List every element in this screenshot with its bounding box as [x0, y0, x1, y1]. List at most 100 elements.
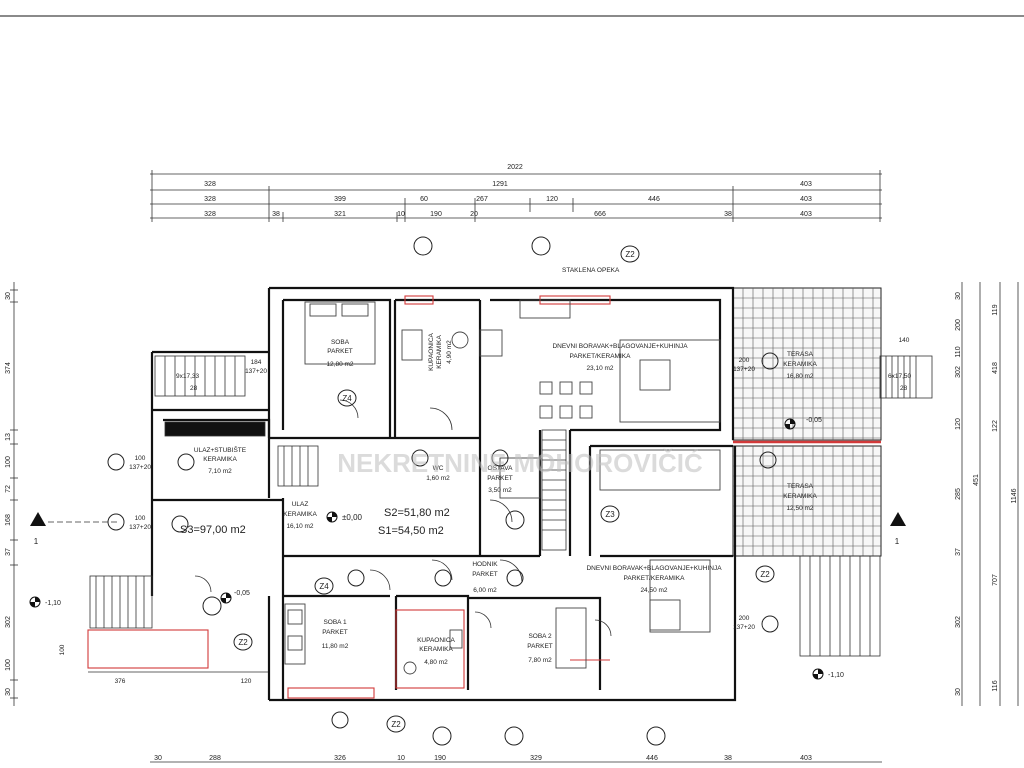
- zone-z2-top: Z2: [625, 250, 635, 259]
- dim-right-b-0: 119: [992, 304, 999, 315]
- dim-top-r1-2: 403: [800, 181, 812, 188]
- dim-left-6: 37: [5, 548, 12, 556]
- room-name: KUPAONICA: [417, 637, 455, 644]
- level-left: -1,10: [45, 600, 61, 607]
- room-area: 23,10 m2: [586, 365, 613, 372]
- dim-right-a-1: 200: [955, 319, 962, 331]
- area-s2: S2=51,80 m2: [384, 507, 450, 519]
- label-stair-left-n: 28: [190, 385, 198, 392]
- room-area: 16,10 m2: [286, 523, 313, 530]
- level-terrace: -0,05: [806, 417, 822, 424]
- opening-5-line1: 200: [739, 357, 750, 364]
- dim-left-5: 168: [5, 514, 12, 526]
- dim-bottom-1: 288: [209, 755, 221, 762]
- room-area: 1,60 m2: [426, 475, 450, 482]
- opening-1-line1: 184: [251, 359, 262, 366]
- room-label-soba1: SOBA 1 PARKET 11,80 m2: [322, 619, 349, 650]
- dim-bottom-2: 326: [334, 755, 346, 762]
- label-dim-376: 376: [115, 678, 126, 685]
- room-name: DNEVNI BORAVAK+BLAGOVANJE+KUHINJA: [552, 343, 688, 350]
- room-area: 16,80 m2: [786, 373, 813, 380]
- room-label-dnevni-top: DNEVNI BORAVAK+BLAGOVANJE+KUHINJA PARKET…: [552, 343, 688, 372]
- door-swings: [194, 399, 612, 637]
- dim-right-a-7: 37: [955, 548, 962, 556]
- zone-markers: [233, 245, 775, 733]
- dim-right-a-8: 302: [955, 616, 962, 628]
- dim-left-3: 100: [5, 456, 12, 468]
- stairs-right: [799, 355, 933, 657]
- dim-right-a-5: 285: [955, 488, 962, 500]
- room-floor: KERAMIKA: [783, 361, 817, 368]
- label-dim-140: 140: [899, 337, 910, 344]
- area-s3: S3=97,00 m2: [180, 524, 246, 536]
- dim-bottom-8: 403: [800, 755, 812, 762]
- dim-bottom-7: 38: [724, 755, 732, 762]
- dim-right-a-2: 110: [955, 346, 962, 357]
- room-label-dnevni-bottom: DNEVNI BORAVAK+BLAGOVANJE+KUHINJA PARKET…: [586, 565, 722, 594]
- label-stair-left: 9x17,33: [176, 373, 200, 380]
- dim-right-a-3: 302: [955, 366, 962, 378]
- dim-top-r3-1: 38: [272, 211, 280, 218]
- opening-2-line2: 137+20: [129, 464, 151, 471]
- room-name: OSTAVA: [488, 465, 514, 472]
- dim-top-r3-6: 666: [594, 211, 606, 218]
- furniture: [284, 299, 721, 675]
- dim-top-r3-3: 10: [397, 211, 405, 218]
- dim-top-r2-0: 328: [204, 196, 216, 203]
- room-name: KUPAONICA: [428, 332, 435, 370]
- opening-5-line2: 137+20: [733, 366, 755, 373]
- dim-bottom-0: 30: [154, 755, 162, 762]
- zone-z2-left: Z2: [238, 638, 248, 647]
- room-label-ulaz-stubiste: ULAZ+STUBIŠTE KERAMIKA 7,10 m2: [194, 445, 247, 475]
- zone-z3: Z3: [605, 510, 615, 519]
- dim-left-0: 30: [5, 292, 12, 300]
- zone-z2-right: Z2: [760, 570, 770, 579]
- label-staklena-opeka: STAKLENA OPEKA: [562, 267, 620, 274]
- room-label-terasa-mid: TERASA KERAMIKA 12,50 m2: [783, 483, 817, 512]
- level-entrance: -0,05: [234, 590, 250, 597]
- left-dimension-ticks: [10, 289, 18, 699]
- room-name: DNEVNI BORAVAK+BLAGOVANJE+KUHINJA: [586, 565, 722, 572]
- axis-markers: [107, 236, 779, 746]
- dim-top-r3-8: 403: [800, 211, 812, 218]
- room-area: 12,80 m2: [326, 361, 353, 368]
- section-mark-right: 1: [895, 537, 900, 546]
- section-markers: [30, 512, 906, 526]
- room-floor: PARKET: [487, 475, 513, 482]
- room-area: 3,50 m2: [488, 487, 512, 494]
- dim-right-a-4: 120: [955, 418, 962, 430]
- dim-top-r3-0: 328: [204, 211, 216, 218]
- dim-top-r3-4: 190: [430, 211, 442, 218]
- dim-left-8: 100: [5, 659, 12, 671]
- room-floor: PARKET: [327, 348, 353, 355]
- dim-right-b-2: 122: [992, 420, 999, 432]
- dim-top-r2-5: 446: [648, 196, 660, 203]
- terrace-mid-grid: [732, 445, 882, 557]
- dim-right-b-1: 418: [992, 362, 999, 374]
- dim-top-r3-2: 321: [334, 211, 346, 218]
- room-area: 12,50 m2: [786, 505, 813, 512]
- room-label-ulaz: ULAZ KERAMIKA 16,10 m2: [283, 501, 317, 530]
- terrace-top-grid: [732, 287, 882, 441]
- level-zero: ±0,00: [342, 513, 363, 522]
- room-name: ULAZ: [292, 501, 309, 508]
- opening-3-line2: 137+20: [129, 524, 151, 531]
- dim-bottom-5: 329: [530, 755, 542, 762]
- room-label-ostava: OSTAVA PARKET 3,50 m2: [487, 465, 513, 494]
- zone-z2-bottom: Z2: [391, 720, 401, 729]
- dim-top-r2-2: 60: [420, 196, 428, 203]
- dim-top-r2-1: 399: [334, 196, 346, 203]
- room-floor: PARKET: [322, 629, 348, 636]
- stairs-left: [154, 355, 319, 487]
- room-label-wc: WC 1,60 m2: [426, 465, 450, 482]
- dim-bottom-4: 190: [434, 755, 446, 762]
- section-mark-left: 1: [34, 537, 39, 546]
- level-markers: [29, 418, 824, 680]
- room-name: SOBA: [331, 339, 350, 346]
- central-stair: [541, 429, 567, 551]
- room-name: TERASA: [787, 483, 814, 490]
- label-stair-right-n: 28: [900, 385, 908, 392]
- dim-right-a-6: 451: [973, 474, 980, 486]
